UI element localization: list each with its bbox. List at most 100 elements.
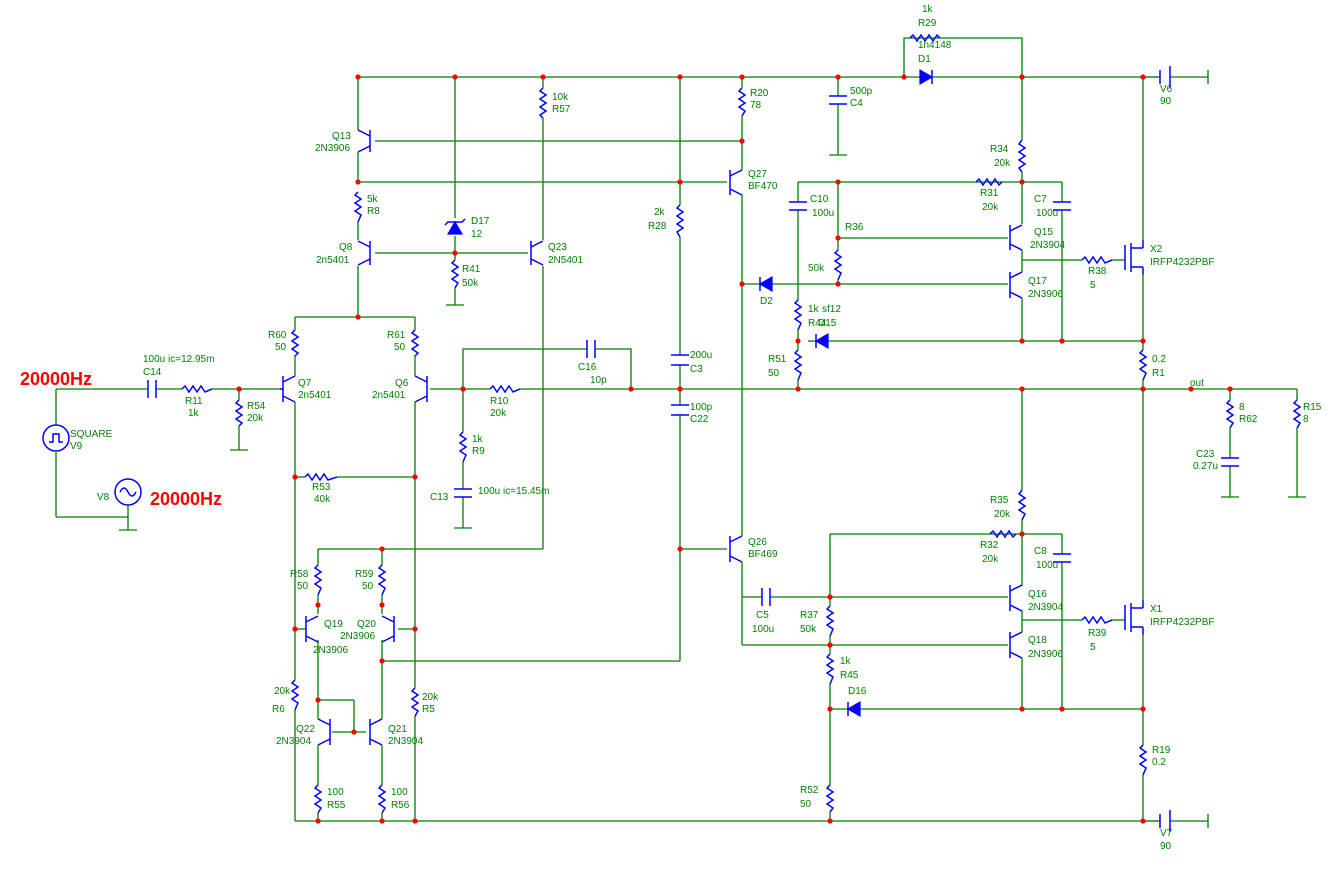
resistor-R62 [1225,399,1235,429]
battery-V7 [1159,810,1171,832]
resistor-R28 [675,204,685,238]
resistor-R36 [833,249,843,281]
label: 20k [994,509,1011,520]
label: C7 [1034,194,1047,205]
wires [55,37,1298,822]
label: 0.2 [1152,757,1166,768]
capacitor-C7 [1053,201,1071,211]
label: R36 [845,222,864,233]
resistor-R38 [1081,255,1113,265]
label: 2N3904 [388,736,423,747]
label: Q7 [298,378,312,389]
label: 10k [552,92,569,103]
resistor-R6 [290,679,300,711]
label: 100 [391,787,408,798]
label: Q27 [748,169,767,180]
label: 1k [922,4,934,15]
label: C14 [143,367,162,378]
transistor-Q22 [317,718,331,746]
resistor-R34 [1017,139,1027,173]
label: R11 [185,396,203,407]
label: V7 [1160,828,1173,839]
label: R53 [312,482,331,493]
capacitor-C13 [454,488,472,498]
label: Q23 [548,242,567,253]
label: 5 [1090,642,1096,653]
label: R60 [268,330,287,341]
label: C3 [690,364,703,375]
label: C4 [850,98,863,109]
resistor-R59 [377,564,387,596]
label: 2N3904 [1030,240,1065,251]
label: Q22 [296,724,315,735]
label: Q6 [395,378,409,389]
label: 50k [462,278,479,289]
label: R19 [1152,745,1171,756]
capacitor-C5 [761,588,771,606]
label: 20k [422,692,439,703]
resistor-R35 [1017,489,1027,521]
mosfet-X1 [1124,600,1144,635]
label: R57 [552,104,571,115]
label: 8 [1239,402,1245,413]
label: R59 [355,569,374,580]
label: 50 [768,368,780,379]
capacitor-C4 [829,95,847,105]
label: 90 [1160,841,1172,852]
label: Q8 [339,242,353,253]
battery-V6 [1159,66,1171,88]
label: R62 [1239,414,1258,425]
label: 2N3906 [315,143,350,154]
label: 20k [490,408,507,419]
label: R51 [768,354,787,365]
transistor-Q16 [1009,584,1023,612]
label: 50 [275,342,287,353]
transistor-Q7 [280,375,296,403]
label: BF470 [748,181,778,192]
label: 100u [1036,208,1058,219]
label: IRFP4232PBF [1150,617,1214,628]
junction-nodes [236,74,1233,824]
label: Q17 [1028,276,1047,287]
resistor-R52 [825,784,835,813]
label: R44 [808,318,827,329]
resistor-R56 [377,784,387,814]
resistor-R51 [793,349,803,381]
label: 50 [362,581,374,592]
label: C22 [690,414,709,425]
label: R37 [800,610,819,621]
label: 5k [367,194,379,205]
label: R41 [462,264,481,275]
resistor-R9 [458,431,468,463]
resistor-R60 [290,329,300,357]
resistor-R31 [975,177,1003,187]
transistor-Q20 [381,615,395,643]
label: R20 [750,88,769,99]
label: 200u [690,350,712,361]
label: 1k [472,434,484,445]
transistor-Q19 [305,615,319,643]
label: C13 [430,492,449,503]
label: R58 [290,569,309,580]
diode-D2 [758,275,773,293]
label: C8 [1034,546,1047,557]
label: 20k [982,202,999,213]
label: R52 [800,785,819,796]
label: R8 [367,206,380,217]
label: R10 [490,396,509,407]
resistor-R44 [793,299,803,331]
label: BF469 [748,549,778,560]
source-V8 [114,478,142,506]
label: 20k [274,686,291,697]
label: V6 [1160,84,1173,95]
label: IRFP4232PBF [1150,257,1214,268]
label: R38 [1088,266,1107,277]
label: 2n5401 [372,390,406,401]
label: 2n5401 [298,390,332,401]
component-labels: 1k R29 1n4148 D1 V6 90 10k R57 R20 78 50… [70,4,1322,852]
transistor-Q18 [1009,631,1023,659]
resistor-R32 [989,529,1017,539]
label: 1n4148 [918,40,952,51]
label: 2N3906 [1028,289,1063,300]
label: Q21 [388,724,407,735]
